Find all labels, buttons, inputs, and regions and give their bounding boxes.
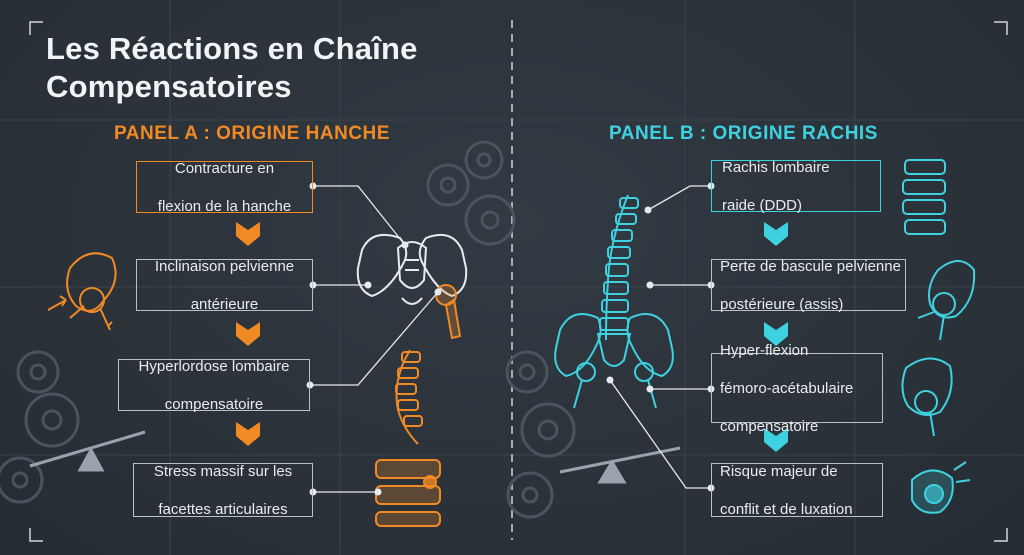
chevron-down-icon [236, 222, 260, 446]
step-text: Risque majeur de [720, 462, 838, 480]
title-line-2: Compensatoires [46, 69, 292, 104]
step-text: compensatoire [164, 395, 264, 413]
vertebra-icon [902, 159, 946, 235]
hip-joint-icon [911, 461, 971, 514]
femur-icon [901, 357, 953, 437]
step-text: antérieure [190, 295, 259, 313]
step-text: conflit et de luxation [720, 500, 853, 518]
step-text: raide (DDD) [722, 196, 803, 214]
gear-icon [0, 350, 80, 504]
step-text: postérieure (assis) [720, 295, 844, 313]
step-text: Hyperlordose lombaire [138, 357, 290, 375]
corner-marks [29, 21, 1008, 542]
panel-a-connectors [310, 185, 439, 493]
panel-b-step-3: Hyper-flexion fémoro-acétabulaire compensa… [711, 342, 883, 435]
step-text: compensatoire [720, 417, 819, 435]
gear-icon [426, 140, 516, 246]
panel-b-step-4: Risque majeur de conflit et de luxation [711, 462, 883, 518]
panel-a-step-2: Inclinaison pelvienne antérieure [136, 257, 313, 313]
step-text: Hyper-flexion [720, 341, 809, 359]
step-text: Contracture en [174, 159, 275, 177]
balance-scale-icon [29, 430, 146, 472]
pelvis-icon [554, 313, 674, 409]
spine-icon [395, 349, 423, 445]
chevron-down-icon [764, 222, 788, 452]
hip-joint-icon [47, 252, 117, 331]
panel-b-step-2: Perte de bascule pelvienne postérieure (a… [711, 257, 906, 313]
page-title: Les Réactions en Chaîne Compensatoires [46, 30, 418, 106]
gear-icon [505, 350, 576, 519]
step-text: Inclinaison pelvienne [154, 257, 295, 275]
step-text: Rachis lombaire [722, 158, 830, 176]
panel-a-step-4: Stress massif sur les facettes articulair… [133, 462, 313, 518]
panel-a-step-1: Contracture en flexion de la hanche [136, 159, 313, 215]
panel-b-connectors [609, 185, 711, 489]
step-text: flexion de la hanche [157, 197, 292, 215]
vertebra-icon [375, 459, 441, 527]
hip-joint-icon [917, 260, 976, 341]
step-text: facettes articulaires [158, 500, 288, 518]
panel-a-step-3: Hyperlordose lombaire compensatoire [118, 357, 310, 413]
panel-b-title: PANEL B : ORIGINE RACHIS [609, 123, 878, 144]
title-line-1: Les Réactions en Chaîne [46, 31, 418, 66]
panel-b-connector-dots [606, 182, 715, 492]
panel-a-connector-dots [306, 182, 442, 496]
step-text: Stress massif sur les [153, 462, 293, 480]
spine-icon [599, 194, 639, 341]
step-text: Perte de bascule pelvienne [720, 257, 901, 275]
step-text: fémoro-acétabulaire [720, 379, 854, 397]
panel-b-step-1: Rachis lombaire raide (DDD) [711, 158, 881, 214]
hip-joint-icon [435, 284, 462, 340]
panel-a-title: PANEL A : ORIGINE HANCHE [114, 123, 390, 144]
